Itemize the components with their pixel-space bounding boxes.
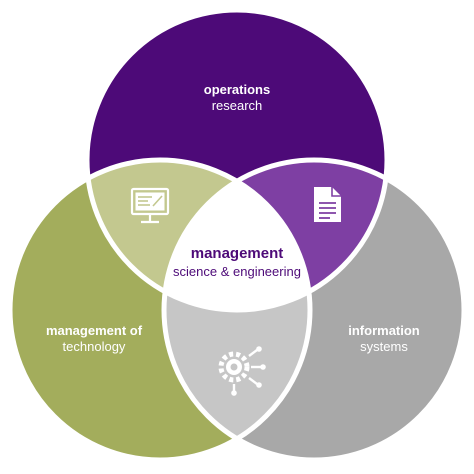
center-bold: management xyxy=(190,245,284,262)
document-icon xyxy=(314,187,341,222)
management-science-label: management science & engineering xyxy=(157,245,317,280)
label-regular: systems xyxy=(360,339,408,355)
label-regular: technology xyxy=(62,339,126,355)
label-regular: research xyxy=(211,98,263,114)
label-bold: operations xyxy=(203,82,271,97)
label-bold: management of xyxy=(45,323,143,338)
management-of-technology-label: management of technology xyxy=(28,323,160,356)
center-region xyxy=(164,160,310,310)
label-bold: information xyxy=(348,323,420,338)
operations-research-label: operations research xyxy=(167,82,307,115)
information-systems-label: information systems xyxy=(318,323,450,356)
gear-network-icon xyxy=(218,346,266,396)
computer-monitor-icon xyxy=(130,187,170,224)
center-regular: science & engineering xyxy=(173,263,301,279)
circle-outlines xyxy=(7,7,467,463)
